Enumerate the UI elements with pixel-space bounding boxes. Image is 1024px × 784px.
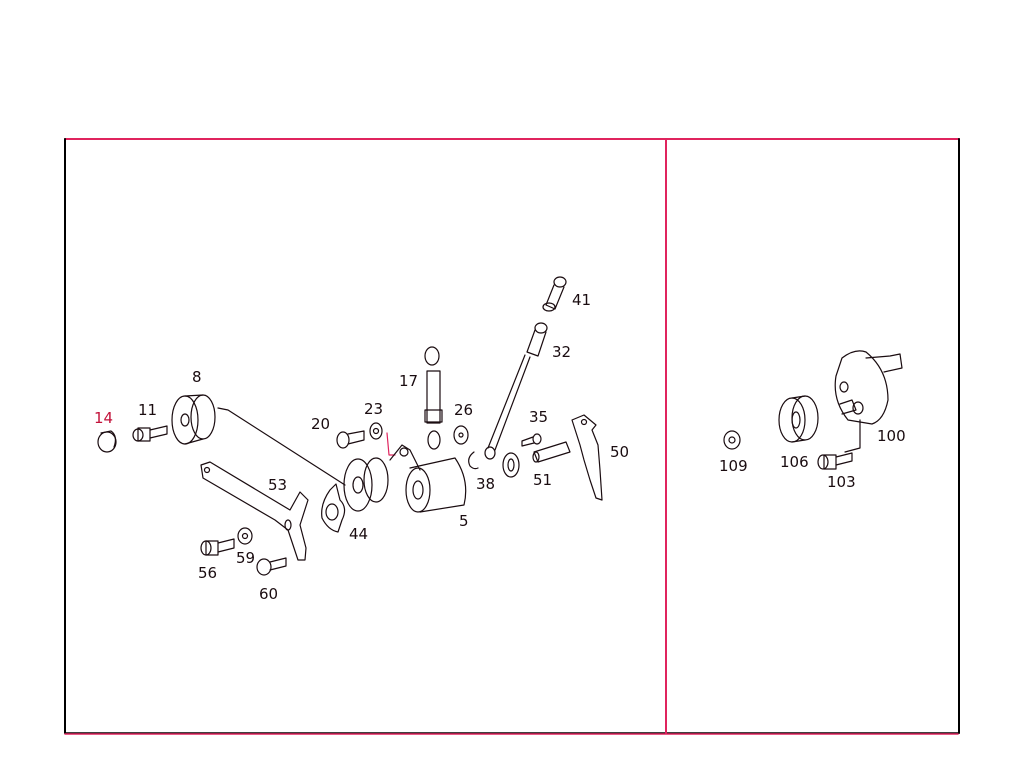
part-38-clip bbox=[468, 451, 479, 470]
callout-23: 23 bbox=[364, 400, 384, 418]
callout-50: 50 bbox=[610, 443, 630, 461]
callout-35: 35 bbox=[529, 408, 549, 426]
callout-109: 109 bbox=[719, 457, 748, 475]
part-60-bolt bbox=[256, 557, 287, 576]
part-35-pin bbox=[521, 433, 542, 447]
part-59-nut bbox=[237, 527, 253, 545]
part-17-damper bbox=[424, 346, 443, 450]
part-11-bolt bbox=[132, 425, 168, 442]
part-8-pulley bbox=[171, 394, 346, 486]
callout-60: 60 bbox=[259, 585, 279, 603]
callout-17: 17 bbox=[399, 372, 419, 390]
part-32-rod bbox=[484, 322, 548, 478]
part-103-bolt bbox=[817, 452, 853, 470]
callout-41: 41 bbox=[572, 291, 592, 309]
part-109-nut bbox=[723, 430, 741, 450]
callout-20: 20 bbox=[311, 415, 331, 433]
part-53-bracket bbox=[200, 461, 309, 561]
part-100-pump-flange bbox=[834, 350, 903, 453]
callout-11: 11 bbox=[138, 401, 158, 419]
callout-32: 32 bbox=[552, 343, 572, 361]
callout-14: 14 bbox=[94, 409, 114, 427]
diagram-frame bbox=[64, 138, 960, 735]
callout-8: 8 bbox=[192, 368, 202, 386]
callout-38: 38 bbox=[476, 475, 496, 493]
part-106-hub bbox=[778, 395, 819, 443]
callout-103: 103 bbox=[827, 473, 856, 491]
part-20-bolt bbox=[336, 430, 365, 449]
part-41-pin bbox=[542, 276, 567, 312]
callout-44: 44 bbox=[349, 525, 369, 543]
part-5-tensioner bbox=[343, 444, 467, 513]
part-51-sleeve bbox=[532, 441, 571, 463]
callout-51: 51 bbox=[533, 471, 553, 489]
callout-53: 53 bbox=[268, 476, 288, 494]
callout-26: 26 bbox=[454, 401, 474, 419]
part-14-cap bbox=[97, 430, 117, 453]
part-44-plate bbox=[321, 483, 346, 533]
part-26-washer bbox=[453, 425, 469, 445]
callout-100: 100 bbox=[877, 427, 906, 445]
part-23-washer bbox=[369, 422, 396, 456]
part-56-bolt bbox=[200, 538, 235, 556]
callout-56: 56 bbox=[198, 564, 218, 582]
callout-5: 5 bbox=[459, 512, 469, 530]
part-50-lever bbox=[571, 414, 603, 501]
callout-59: 59 bbox=[236, 549, 256, 567]
callout-106: 106 bbox=[780, 453, 809, 471]
